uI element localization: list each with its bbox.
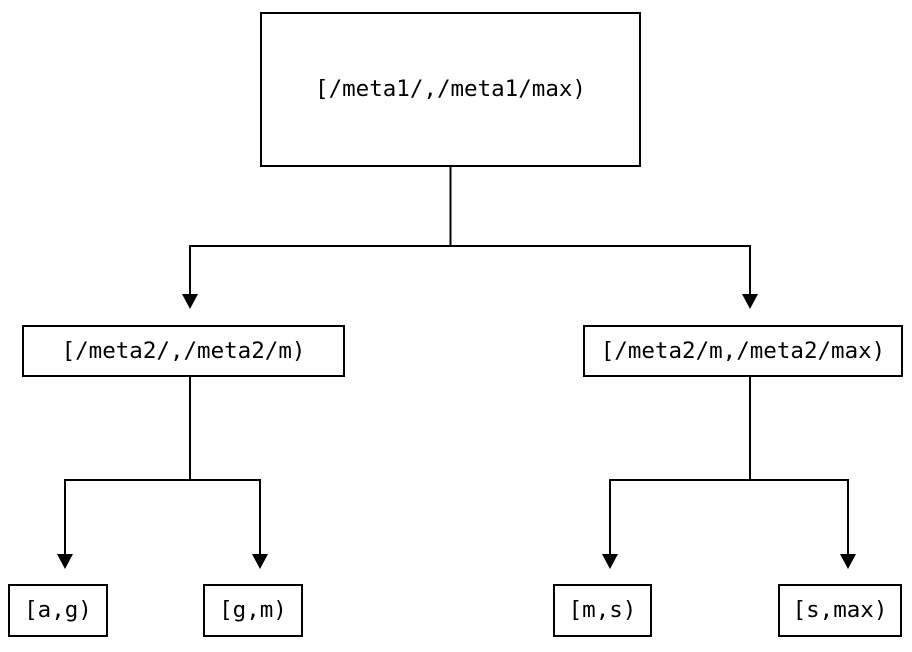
- tree-node-root: [/meta1/,/meta1/max): [260, 12, 641, 167]
- arrowhead-down-icon: [840, 554, 856, 569]
- arrowhead-down-icon: [742, 294, 758, 309]
- edge-right-child-to-leaves: [609, 377, 849, 555]
- tree-node-leaf-smax: [s,max): [778, 584, 902, 637]
- tree-node-leaf-ms: [m,s): [553, 584, 652, 637]
- edge-left-child-to-leaves: [64, 377, 261, 555]
- tree-node-leaf-ag: [a,g): [8, 584, 108, 637]
- edge-root-to-children: [189, 167, 751, 295]
- arrowhead-down-icon: [182, 294, 198, 309]
- tree-node-meta2-right: [/meta2/m,/meta2/max): [583, 325, 903, 377]
- arrowhead-down-icon: [602, 554, 618, 569]
- tree-node-leaf-gm: [g,m): [203, 584, 303, 637]
- arrowhead-down-icon: [57, 554, 73, 569]
- tree-node-meta2-left: [/meta2/,/meta2/m): [22, 325, 345, 377]
- arrowhead-down-icon: [252, 554, 268, 569]
